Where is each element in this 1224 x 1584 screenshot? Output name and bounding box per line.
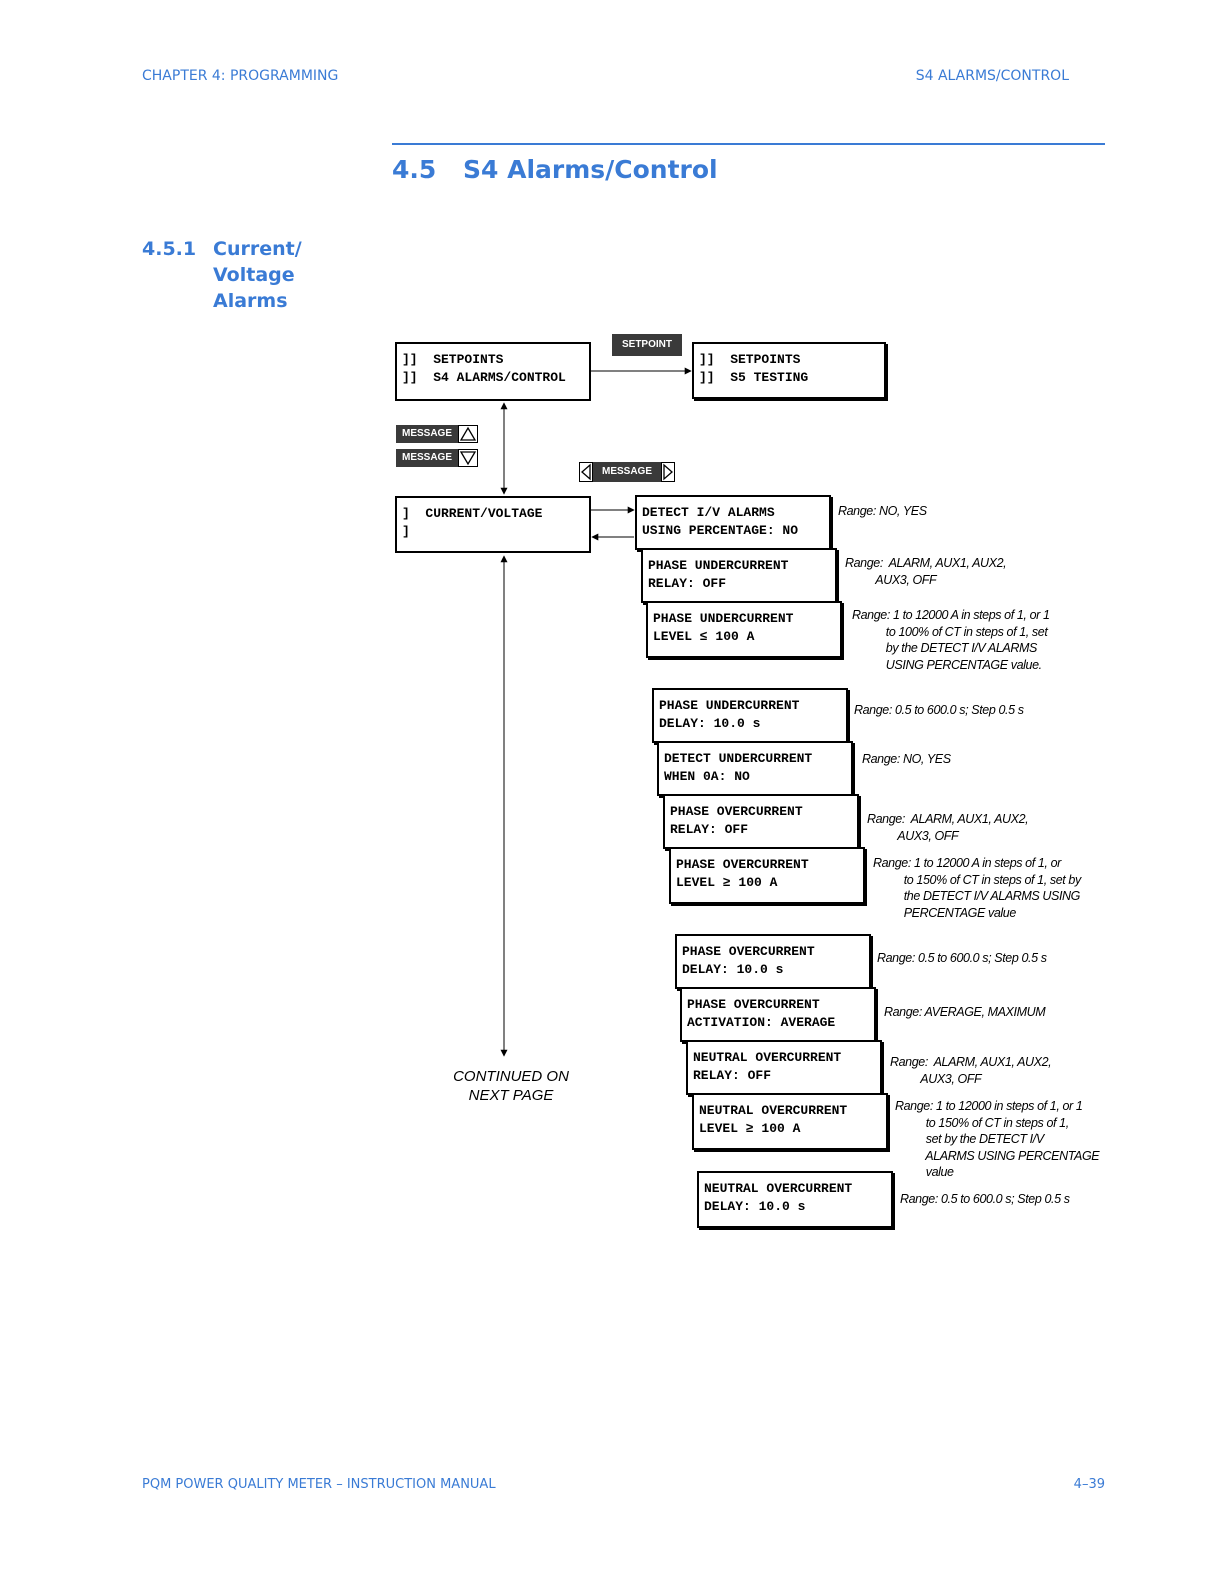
display-phase-undercurrent-relay: PHASE UNDERCURRENT RELAY: OFF	[641, 548, 837, 603]
section-header: S4 ALARMS/CONTROL	[915, 68, 1069, 84]
subsection-title-line: Current/	[213, 238, 302, 260]
range-detect-iv-alarms: Range: NO, YES	[838, 504, 927, 518]
display-line: NEUTRAL OVERCURRENT	[699, 1103, 848, 1118]
display-neutral-overcurrent-level: NEUTRAL OVERCURRENT LEVEL ≥ 100 A	[692, 1093, 888, 1150]
range-phase-overcurrent-delay: Range: 0.5 to 600.0 s; Step 0.5 s	[877, 951, 1047, 965]
display-line: WHEN 0A: NO	[664, 769, 750, 784]
display-line: ]] S4 ALARMS/CONTROL	[402, 370, 566, 385]
section-number: 4.5	[392, 155, 437, 184]
message-leftright-key[interactable]: MESSAGE	[579, 462, 675, 482]
range-phase-overcurrent-activation: Range: AVERAGE, MAXIMUM	[884, 1005, 1046, 1019]
display-setpoints-s4: ]] SETPOINTS ]] S4 ALARMS/CONTROL	[395, 342, 591, 401]
display-line: LEVEL ≥ 100 A	[676, 875, 778, 890]
display-line: PHASE OVERCURRENT	[670, 804, 803, 819]
display-line: RELAY: OFF	[693, 1068, 772, 1083]
chapter-header: CHAPTER 4: PROGRAMMING	[142, 68, 339, 84]
message-down-key[interactable]: MESSAGE	[396, 449, 482, 469]
footer-manual-title: PQM POWER QUALITY METER – INSTRUCTION MA…	[142, 1477, 496, 1492]
display-line: DELAY: 10.0 s	[659, 716, 761, 731]
subsection-number: 4.5.1	[142, 238, 197, 260]
display-line: ]] S5 TESTING	[699, 370, 809, 385]
display-line: ]] SETPOINTS	[699, 352, 801, 367]
display-detect-undercurrent-0a: DETECT UNDERCURRENT WHEN 0A: NO	[657, 741, 853, 796]
message-down-label: MESSAGE	[396, 449, 458, 467]
range-neutral-overcurrent-relay: Range: ALARM, AUX1, AUX2, AUX3, OFF	[890, 1055, 1052, 1086]
message-up-label: MESSAGE	[396, 425, 458, 443]
display-neutral-overcurrent-relay: NEUTRAL OVERCURRENT RELAY: OFF	[686, 1040, 882, 1095]
display-line: RELAY: OFF	[670, 822, 749, 837]
range-phase-undercurrent-delay: Range: 0.5 to 600.0 s; Step 0.5 s	[854, 703, 1024, 717]
display-line: LEVEL ≤ 100 A	[653, 629, 755, 644]
range-neutral-overcurrent-delay: Range: 0.5 to 600.0 s; Step 0.5 s	[900, 1192, 1070, 1206]
display-line: DETECT UNDERCURRENT	[664, 751, 813, 766]
triangle-down-icon	[458, 449, 478, 467]
display-phase-undercurrent-level: PHASE UNDERCURRENT LEVEL ≤ 100 A	[646, 601, 842, 658]
continued-line: NEXT PAGE	[468, 1087, 554, 1104]
range-phase-undercurrent-relay: Range: ALARM, AUX1, AUX2, AUX3, OFF	[845, 556, 1007, 587]
subsection-title: Current/ Voltage Alarms	[213, 236, 302, 314]
display-phase-overcurrent-delay: PHASE OVERCURRENT DELAY: 10.0 s	[675, 934, 871, 989]
subsection-title-line: Voltage	[213, 264, 295, 286]
display-line: RELAY: OFF	[648, 576, 727, 591]
display-phase-undercurrent-delay: PHASE UNDERCURRENT DELAY: 10.0 s	[652, 688, 848, 743]
display-line: DELAY: 10.0 s	[704, 1199, 806, 1214]
display-line: PHASE OVERCURRENT	[676, 857, 809, 872]
display-line: PHASE UNDERCURRENT	[659, 698, 800, 713]
range-neutral-overcurrent-level: Range: 1 to 12000 in steps of 1, or 1 to…	[895, 1099, 1100, 1179]
display-line: ]	[402, 524, 410, 539]
display-current-voltage: ] CURRENT/VOLTAGE]	[395, 496, 591, 553]
display-phase-overcurrent-activation: PHASE OVERCURRENT ACTIVATION: AVERAGE	[680, 987, 876, 1042]
display-line: DETECT I/V ALARMS	[642, 505, 775, 520]
message-up-key[interactable]: MESSAGE	[396, 425, 482, 445]
display-phase-overcurrent-relay: PHASE OVERCURRENT RELAY: OFF	[663, 794, 859, 849]
display-phase-overcurrent-level: PHASE OVERCURRENT LEVEL ≥ 100 A	[669, 847, 865, 904]
triangle-up-icon	[458, 425, 478, 443]
range-phase-overcurrent-level: Range: 1 to 12000 A in steps of 1, or to…	[873, 856, 1081, 920]
display-line: LEVEL ≥ 100 A	[699, 1121, 801, 1136]
display-line: PHASE OVERCURRENT	[687, 997, 820, 1012]
range-phase-undercurrent-level: Range: 1 to 12000 A in steps of 1, or 1 …	[852, 608, 1050, 672]
range-phase-overcurrent-relay: Range: ALARM, AUX1, AUX2, AUX3, OFF	[867, 812, 1029, 843]
footer-page-number: 4–39	[1073, 1477, 1105, 1492]
display-line: ]] SETPOINTS	[402, 352, 504, 367]
section-rule	[392, 143, 1105, 145]
display-line: PHASE OVERCURRENT	[682, 944, 815, 959]
message-lr-label: MESSAGE	[593, 462, 661, 482]
range-detect-undercurrent-0a: Range: NO, YES	[862, 752, 951, 766]
display-setpoints-s5: ]] SETPOINTS ]] S5 TESTING	[692, 342, 886, 399]
display-neutral-overcurrent-delay: NEUTRAL OVERCURRENT DELAY: 10.0 s	[697, 1171, 893, 1228]
display-detect-iv-alarms: DETECT I/V ALARMS USING PERCENTAGE: NO	[635, 495, 831, 550]
display-line: ACTIVATION: AVERAGE	[687, 1015, 836, 1030]
continued-line: CONTINUED ON	[453, 1068, 569, 1085]
display-line: NEUTRAL OVERCURRENT	[693, 1050, 842, 1065]
display-line: NEUTRAL OVERCURRENT	[704, 1181, 853, 1196]
section-title: S4 Alarms/Control	[463, 155, 718, 184]
display-line: ] CURRENT/VOLTAGE	[402, 506, 543, 521]
triangle-right-icon	[661, 462, 675, 482]
subsection-title-line: Alarms	[213, 290, 288, 312]
continued-note: CONTINUED ON NEXT PAGE	[436, 1067, 586, 1105]
setpoint-key[interactable]: SETPOINT	[612, 334, 682, 356]
display-line: PHASE UNDERCURRENT	[653, 611, 794, 626]
display-line: DELAY: 10.0 s	[682, 962, 784, 977]
display-line: USING PERCENTAGE: NO	[642, 523, 799, 538]
triangle-left-icon	[579, 462, 593, 482]
display-line: PHASE UNDERCURRENT	[648, 558, 789, 573]
